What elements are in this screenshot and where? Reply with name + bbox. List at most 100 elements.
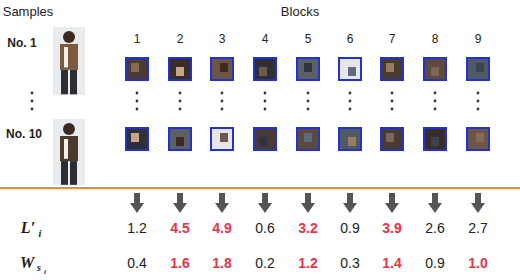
block-detail [220, 133, 228, 142]
ellipsis-dot [477, 92, 480, 95]
block-image [467, 128, 489, 150]
block-number: 4 [262, 33, 269, 45]
ellipsis-dot [264, 100, 267, 103]
block-thumbnail [169, 128, 191, 150]
block-number: 2 [177, 33, 184, 45]
value-cell: 1.0 [468, 256, 487, 270]
block-thumbnail [467, 58, 489, 80]
row-symbol: i [39, 229, 42, 239]
block-thumbnail [254, 58, 276, 80]
block-thumbnail [297, 128, 319, 150]
ellipsis-dot [264, 92, 267, 95]
block-detail [386, 63, 394, 72]
block-image [126, 58, 148, 80]
down-arrow [173, 193, 187, 213]
shirt [60, 136, 78, 161]
block-number: 1 [134, 33, 141, 45]
block-detail [476, 63, 484, 72]
value-cell: 0.6 [255, 221, 274, 235]
block-thumbnail [339, 58, 361, 80]
ellipsis-dot [179, 108, 182, 111]
sample-label: No. 10 [6, 128, 42, 140]
block-thumbnail [467, 128, 489, 150]
ellipsis-dot [221, 100, 224, 103]
column-header: Blocks [281, 5, 319, 18]
value-cell: 1.2 [127, 221, 146, 235]
leg [70, 161, 77, 185]
block-thumbnail [381, 58, 403, 80]
down-arrow [301, 193, 315, 213]
block-detail [176, 137, 184, 146]
down-arrow [428, 193, 442, 213]
block-detail [131, 63, 139, 72]
down-arrow [215, 193, 229, 213]
value-cell: 4.5 [170, 221, 189, 235]
block-number: 6 [347, 33, 354, 45]
block-image [424, 128, 446, 150]
shirt-pattern [64, 139, 68, 159]
value-cell: 2.6 [425, 221, 444, 235]
ellipsis-dot [31, 92, 34, 95]
value-cell: 1.4 [382, 256, 401, 270]
head [63, 123, 75, 135]
block-thumbnail [339, 128, 361, 150]
block-detail [348, 67, 356, 76]
block-thumbnail [169, 58, 191, 80]
ellipsis-dot [179, 100, 182, 103]
block-image [381, 58, 403, 80]
block-detail [304, 63, 312, 72]
block-detail [348, 137, 356, 146]
value-cell: 0.3 [340, 256, 359, 270]
down-arrow [343, 193, 357, 213]
ellipsis-dot [31, 108, 34, 111]
block-number: 7 [389, 33, 396, 45]
block-detail [131, 133, 139, 142]
photo-ground [53, 27, 85, 95]
block-thumbnail [381, 128, 403, 150]
ellipsis-dot [31, 100, 34, 103]
block-thumbnail [254, 128, 276, 150]
block-detail [431, 67, 439, 76]
block-number: 3 [219, 33, 226, 45]
value-cell: 1.6 [170, 256, 189, 270]
photo-ground [53, 119, 85, 185]
value-cell: 2.7 [468, 221, 487, 235]
value-cell: 1.8 [212, 256, 231, 270]
block-detail [431, 137, 439, 146]
block-thumbnail [126, 128, 148, 150]
ellipsis-dot [307, 100, 310, 103]
block-detail [304, 133, 312, 142]
block-image [297, 128, 319, 150]
value-cell: 0.9 [425, 256, 444, 270]
sample-label: No. 1 [7, 37, 36, 49]
value-cell: 0.2 [255, 256, 274, 270]
down-arrow [130, 193, 144, 213]
block-number: 8 [432, 33, 439, 45]
block-image [211, 128, 233, 150]
ellipsis-dot [391, 92, 394, 95]
block-image [381, 128, 403, 150]
block-thumbnail [211, 58, 233, 80]
block-detail [220, 63, 228, 72]
down-arrow [258, 193, 272, 213]
row-symbol: L′ [21, 220, 35, 236]
block-image [424, 58, 446, 80]
value-cell: 4.9 [212, 221, 231, 235]
head [63, 31, 75, 43]
block-detail [476, 133, 484, 142]
ellipsis-dot [391, 108, 394, 111]
ellipsis-dot [434, 92, 437, 95]
ellipsis-dot [136, 100, 139, 103]
block-image [254, 58, 276, 80]
block-detail [176, 67, 184, 76]
block-thumbnail [424, 58, 446, 80]
ellipsis-dot [434, 108, 437, 111]
block-image [339, 128, 361, 150]
column-header: Samples [3, 5, 54, 18]
ellipsis-dot [307, 92, 310, 95]
ellipsis-dot [349, 108, 352, 111]
leg [61, 161, 68, 185]
row-symbol: W [20, 255, 34, 271]
value-cell: 0.4 [127, 256, 146, 270]
